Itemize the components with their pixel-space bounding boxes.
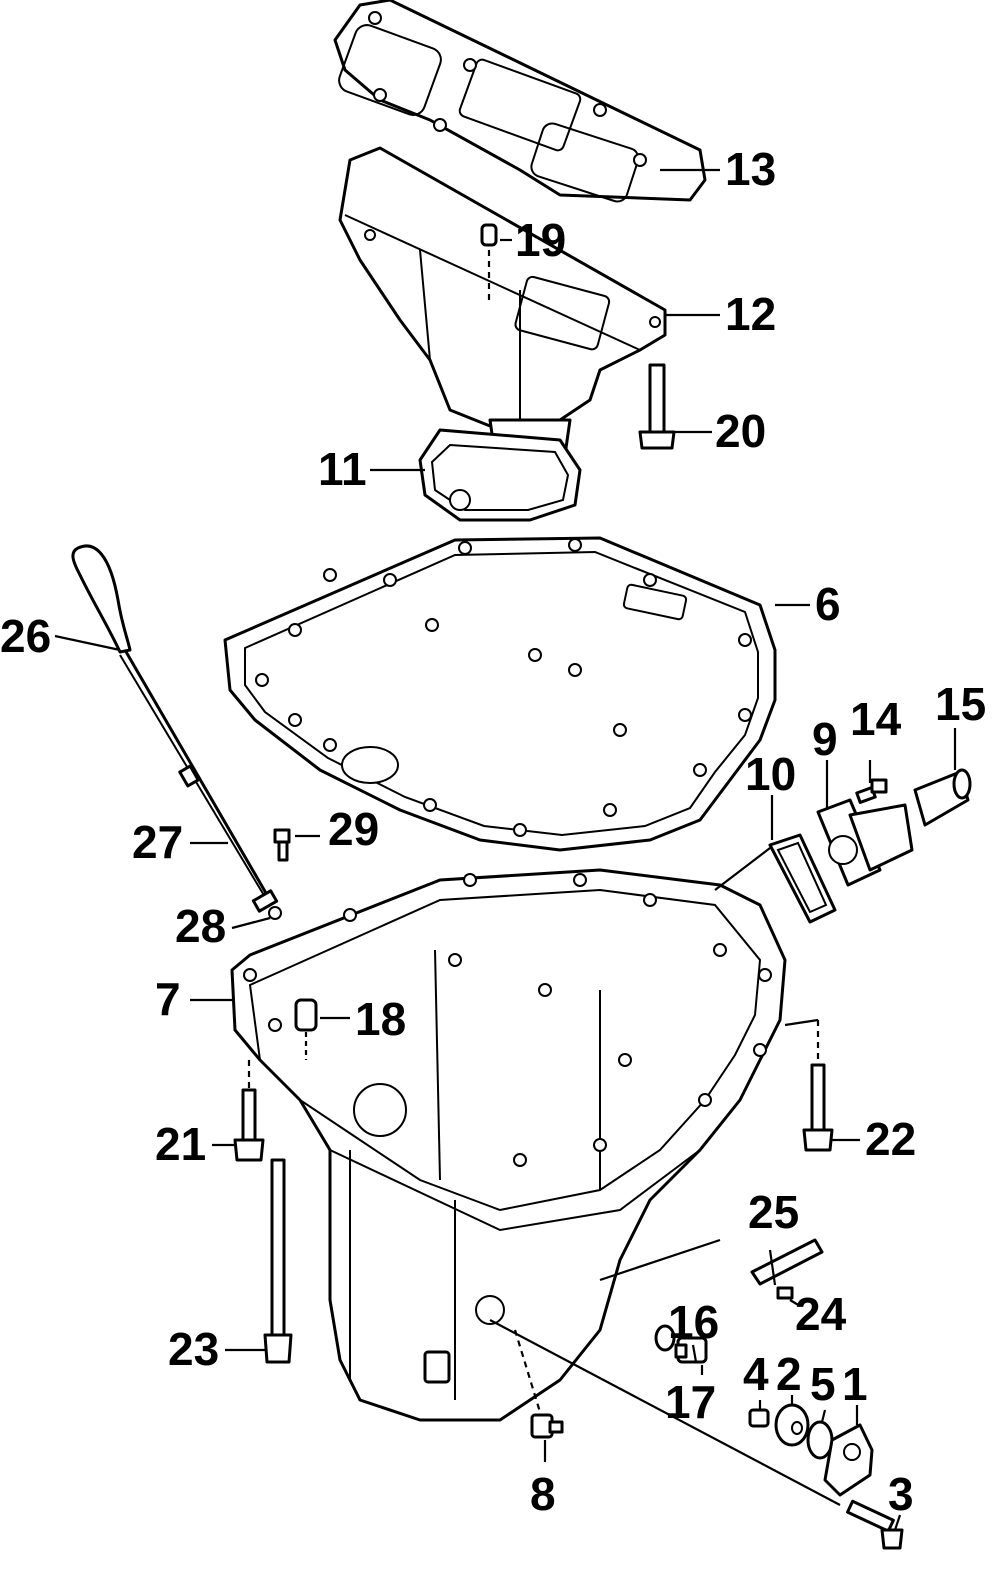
callout-15: 15 <box>935 678 986 730</box>
callout-4: 4 <box>743 1348 769 1400</box>
part-8-fitting <box>513 1329 564 1439</box>
part-23-long-bolt <box>263 1158 293 1364</box>
part-1-bracket <box>823 1423 874 1497</box>
part-24-screw <box>776 1286 794 1300</box>
part-13-upper-gasket <box>333 0 707 203</box>
part-25-clip <box>750 1238 824 1286</box>
callout-12: 12 <box>725 288 776 340</box>
part-9-cover <box>816 798 914 887</box>
callout-22: 22 <box>865 1113 916 1165</box>
callout-27: 27 <box>132 816 183 868</box>
callout-2: 2 <box>776 1348 802 1400</box>
callout-1: 1 <box>842 1358 868 1410</box>
callout-25: 25 <box>748 1186 799 1238</box>
part-15-fitting <box>913 768 972 827</box>
part-6-main-gasket <box>223 536 777 852</box>
part-21-bolt <box>233 1060 265 1162</box>
callout-17: 17 <box>665 1376 716 1428</box>
part-29-bolt <box>273 828 291 862</box>
callout-16: 16 <box>668 1296 719 1348</box>
callout-numbers: 1 2 3 4 5 6 7 8 9 10 11 12 13 14 15 16 1… <box>0 143 986 1520</box>
callout-5: 5 <box>810 1358 836 1410</box>
part-4-bolt <box>748 1408 770 1428</box>
callout-8: 8 <box>530 1468 556 1520</box>
callout-11: 11 <box>318 443 367 495</box>
leader-lines <box>54 168 957 1531</box>
part-11-gasket <box>418 428 582 522</box>
callout-14: 14 <box>850 693 902 745</box>
part-14-screw <box>855 778 888 804</box>
callout-24: 24 <box>795 1288 847 1340</box>
part-19-dowel-pin <box>480 223 498 300</box>
callout-28: 28 <box>175 900 226 952</box>
callout-7: 7 <box>155 973 181 1025</box>
callout-3: 3 <box>888 1468 914 1520</box>
part-22-bolt <box>802 1020 834 1152</box>
callout-21: 21 <box>155 1118 206 1170</box>
part-18-dowel-pin <box>294 998 318 1060</box>
callout-23: 23 <box>168 1323 219 1375</box>
part-2-cap <box>774 1403 810 1447</box>
callout-9: 9 <box>812 713 838 765</box>
callout-29: 29 <box>328 803 379 855</box>
callout-18: 18 <box>355 993 406 1045</box>
callout-19: 19 <box>515 214 566 266</box>
callout-26: 26 <box>0 610 51 662</box>
callout-20: 20 <box>715 405 766 457</box>
callout-6: 6 <box>815 578 841 630</box>
part-26-27-28-dipstick <box>71 544 282 920</box>
part-20-bolt <box>638 363 676 450</box>
part-10-gasket <box>768 833 837 924</box>
callout-13: 13 <box>725 143 776 195</box>
part-16-washer <box>654 1324 676 1352</box>
callout-10: 10 <box>745 748 796 800</box>
part-17-drain-plug <box>674 1336 708 1364</box>
